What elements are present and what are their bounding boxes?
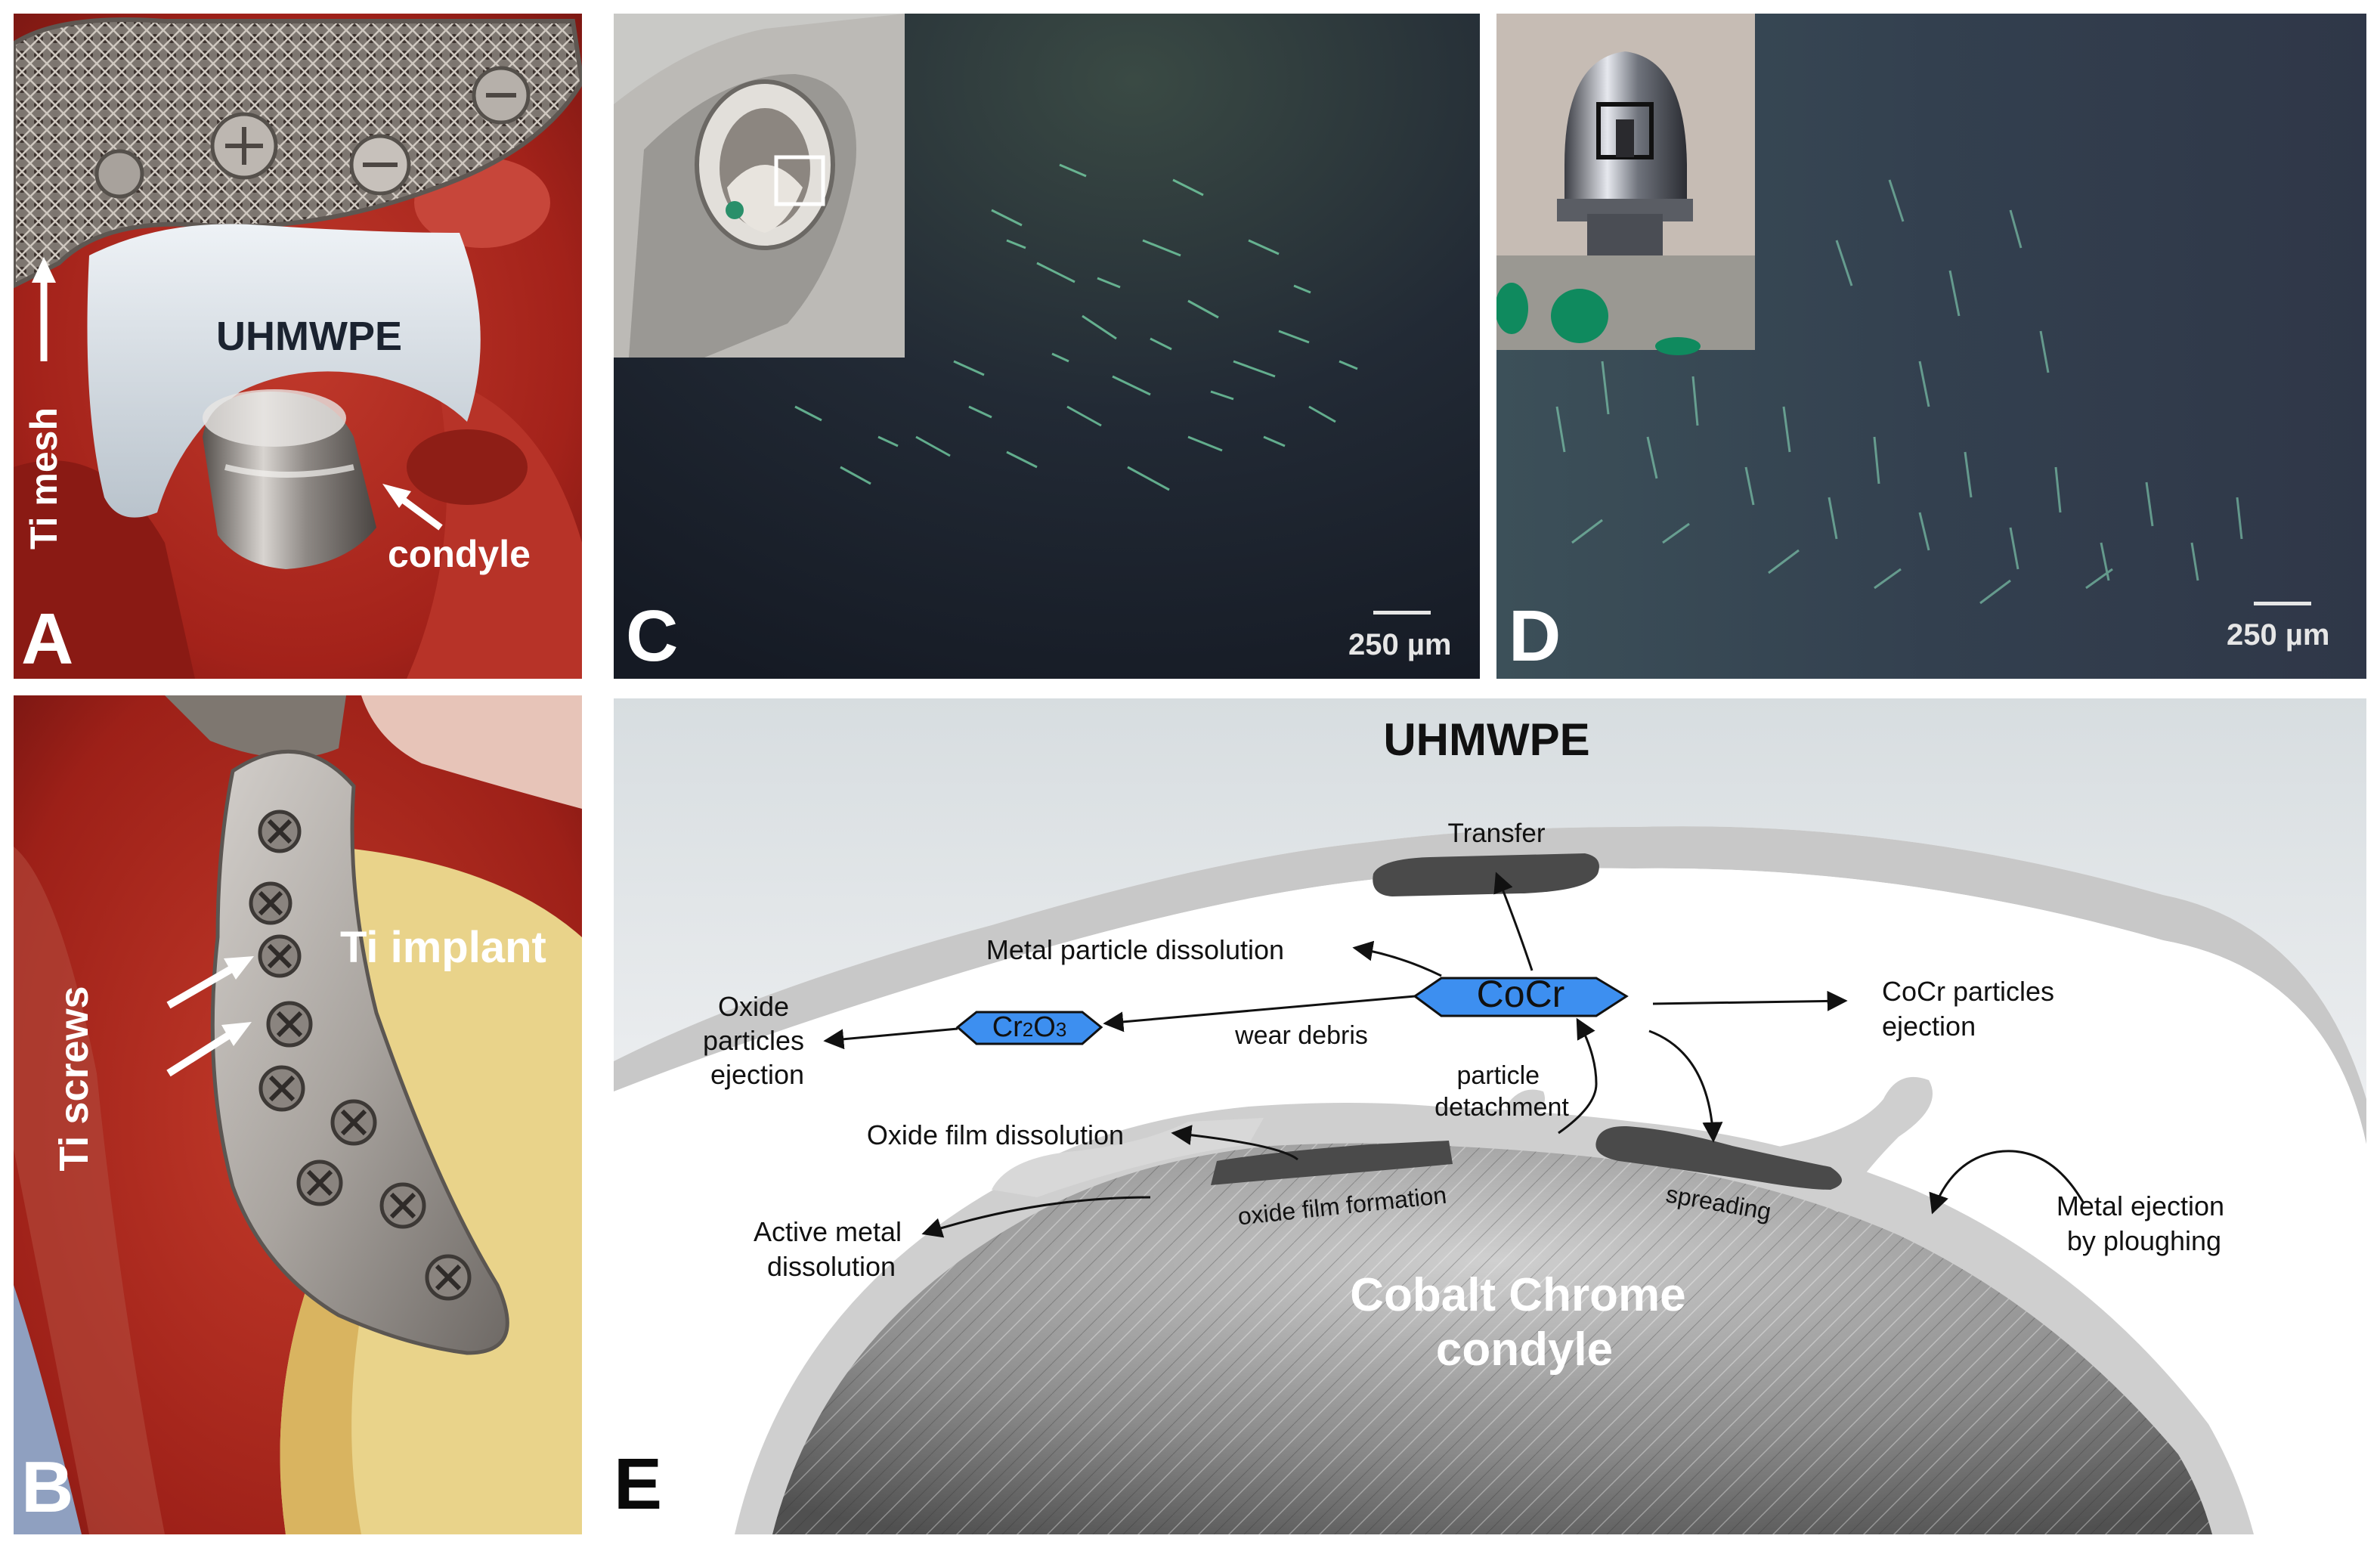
panel-letter-b: B: [21, 1447, 74, 1528]
metal-particle-dissolution-label: Metal particle dissolution: [986, 934, 1284, 965]
arrow-active-dissolution: [921, 1196, 1151, 1238]
active-metal-line-2: dissolution: [767, 1251, 896, 1282]
panel-letter-c: C: [626, 596, 679, 676]
cr2o3-sub-3: 3: [1056, 1018, 1066, 1041]
panel-d: 250 µm D: [1496, 14, 2366, 679]
arrow-cocr-ejection: [1652, 990, 1848, 1011]
cocr-hexagon: [1413, 977, 1629, 1017]
cocr-ejection-line-1: CoCr particles: [1882, 976, 2054, 1007]
panel-letter-e: E: [614, 1444, 663, 1525]
panel-d-micrograph: [1496, 14, 2366, 679]
active-metal-dissolution-label: Active metal dissolution: [754, 1216, 909, 1282]
cocr-particles-ejection-label: CoCr particles ejection: [1882, 976, 2062, 1042]
oxide-ejection-line-2: particles: [703, 1025, 804, 1056]
panel-a: UHMWPE condyle Ti mesh A: [14, 14, 582, 679]
spreading-pad: [1595, 1125, 1842, 1190]
metal-ejection-line-2: by ploughing: [2067, 1225, 2221, 1256]
panel-c: 250 µm C: [614, 14, 1480, 679]
panel-b-photo: [14, 695, 582, 1534]
panel-c-micrograph: [614, 14, 1480, 679]
oxide-film-dissolution-label: Oxide film dissolution: [867, 1119, 1124, 1150]
panel-e: UHMWPE Transfer Metal particle dissoluti…: [614, 698, 2366, 1534]
panel-a-photo: [14, 14, 582, 679]
detachment-line-2: detachment: [1434, 1093, 1569, 1122]
ti-mesh-label: Ti mesh: [23, 407, 65, 550]
oxide-ejection-line-3: ejection: [710, 1059, 804, 1090]
arrow-wear-debris: [1103, 995, 1416, 1033]
cr2o3-sub-2: 2: [1023, 1018, 1033, 1041]
transfer-label: Transfer: [1447, 819, 1545, 848]
condyle-line-2: condyle: [1436, 1324, 1613, 1376]
ti-implant-label: Ti implant: [340, 923, 546, 972]
scale-bar-c: [1373, 611, 1431, 615]
detachment-line-1: particle: [1456, 1061, 1540, 1090]
scale-label-c: 250 µm: [1348, 628, 1452, 661]
arrow-oxide-ejection: [823, 1027, 958, 1050]
metal-ejection-line-1: Metal ejection: [2057, 1190, 2224, 1221]
cr2o3-hexagon: [955, 1011, 1103, 1045]
panel-letter-a: A: [21, 599, 74, 679]
cr2o3-o: O: [1033, 1011, 1056, 1043]
arrow-particle-dissolution: [1352, 940, 1442, 977]
cr2o3-label: Cr2O3: [992, 1011, 1067, 1043]
condyle-line-1: Cobalt Chrome: [1350, 1269, 1685, 1321]
particle-detachment-label: particle detachment: [1434, 1061, 1569, 1122]
mesh-screws: [94, 66, 531, 199]
arrow-ploughing: [1929, 1150, 2085, 1215]
arrow-spreading: [1648, 1029, 1723, 1143]
active-metal-line-1: Active metal: [754, 1216, 902, 1247]
oxide-particles-ejection-label: Oxide particles ejection: [703, 991, 812, 1090]
panel-letter-d: D: [1509, 596, 1561, 676]
ti-screws-label: Ti screws: [51, 986, 97, 1172]
panel-e-diagram: UHMWPE Transfer Metal particle dissoluti…: [614, 698, 2366, 1534]
uhmwpe-label: UHMWPE: [216, 314, 402, 359]
arrow-oxide-dissolution: [1171, 1125, 1298, 1161]
transfer-film: [1373, 853, 1599, 896]
condyle-label: condyle: [388, 533, 531, 575]
oxide-film-pad: [1211, 1141, 1453, 1185]
wear-debris-label: wear debris: [1234, 1021, 1368, 1050]
scale-label-d: 250 µm: [2227, 618, 2330, 652]
cocr-ejection-line-2: ejection: [1882, 1011, 1976, 1042]
oxide-ejection-line-1: Oxide: [718, 991, 789, 1022]
cocr-label: CoCr: [1477, 973, 1565, 1015]
condyle-title: Cobalt Chrome condyle: [1350, 1269, 1699, 1376]
scale-bar-d: [2254, 602, 2311, 605]
arrow-detachment: [1558, 1017, 1598, 1135]
uhmwpe-title: UHMWPE: [1383, 714, 1589, 765]
metal-ejection-label: Metal ejection by ploughing: [2057, 1190, 2232, 1256]
cr2o3-cr: Cr: [992, 1011, 1023, 1043]
arrow-transfer: [1493, 872, 1534, 971]
panel-b: Ti implant Ti screws B: [14, 695, 582, 1534]
condyle-arrow: [32, 257, 443, 531]
